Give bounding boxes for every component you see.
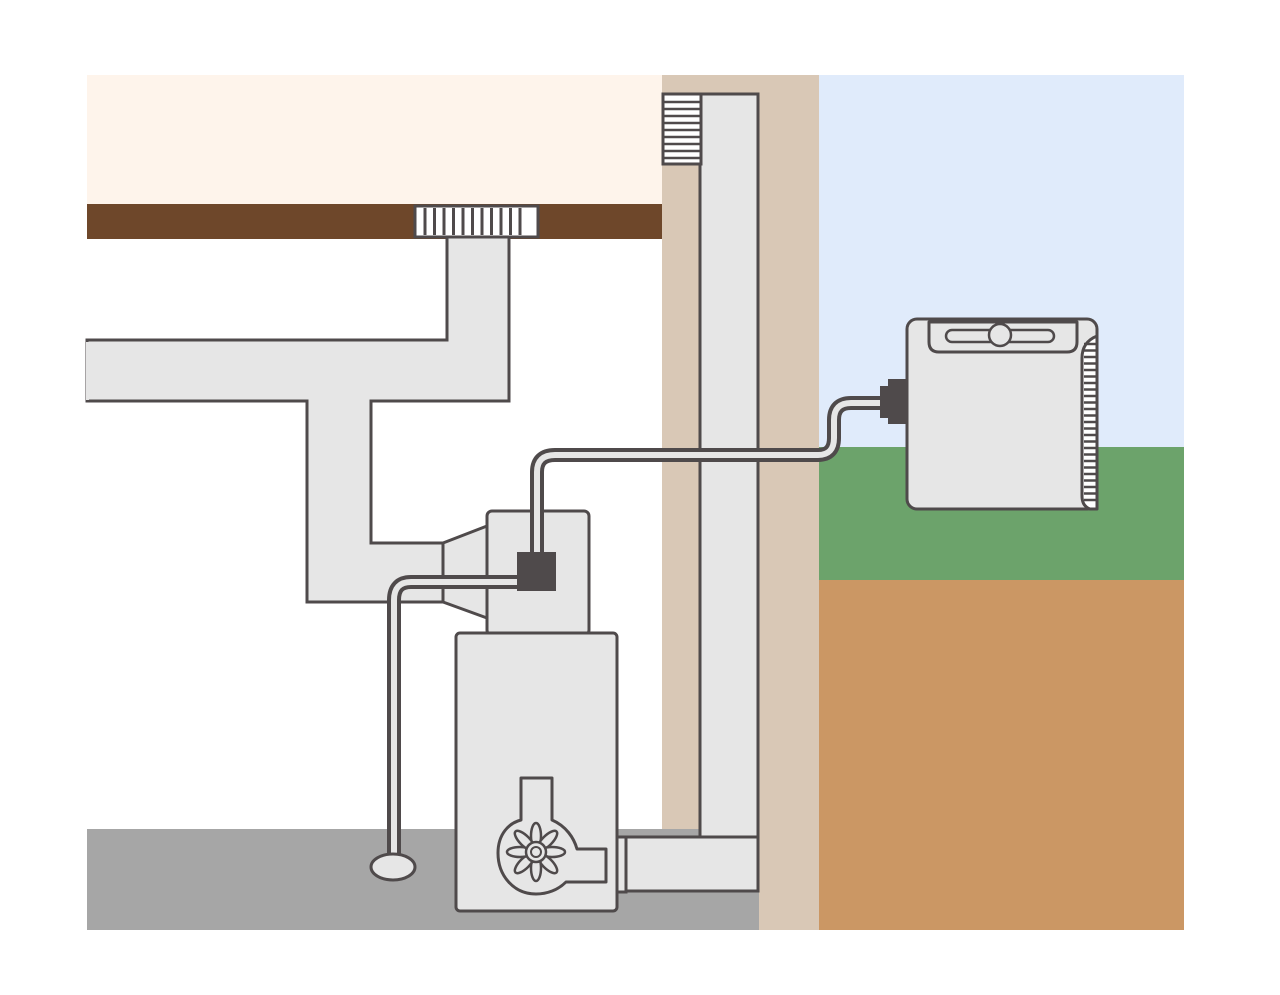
duct-edge-mask — [86, 342, 89, 400]
refrigerant-line-icon — [530, 396, 882, 556]
condenser-fan-hub — [987, 322, 1013, 348]
furnace-icon — [454, 631, 619, 913]
vent-flue — [604, 92, 760, 894]
plenum-transition — [441, 524, 489, 620]
coil-connection-block — [517, 552, 556, 591]
fan-hub-center — [530, 846, 542, 858]
drain-pipe-icon — [369, 575, 537, 882]
blower-fan-icon — [496, 776, 608, 896]
service-valve — [880, 379, 907, 424]
refrigerant-line-core — [534, 400, 882, 556]
floor-register-icon — [413, 204, 540, 239]
floor-joist — [87, 204, 662, 239]
flue-pipe — [698, 92, 760, 893]
drain-line-core — [391, 579, 537, 860]
floor-drain — [369, 852, 417, 882]
soil — [819, 580, 1184, 930]
outdoor-condenser-icon — [880, 317, 1099, 511]
room-interior — [87, 75, 662, 205]
exhaust-grille-icon — [661, 92, 703, 166]
flue-connector — [612, 835, 760, 893]
